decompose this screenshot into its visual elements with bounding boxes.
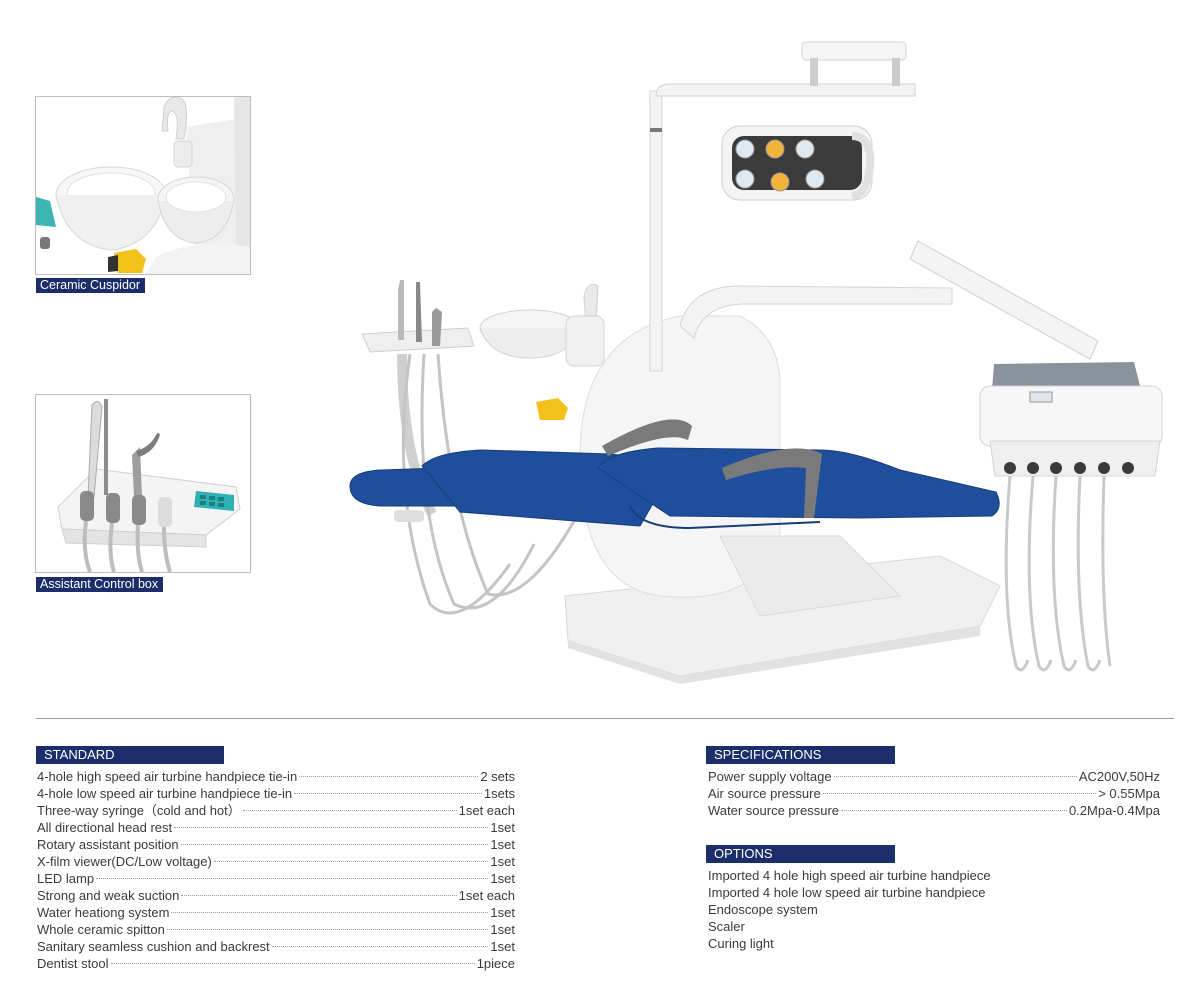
list-item: Three-way syringe（cold and hot）1set each	[37, 803, 515, 818]
list-item: Air source pressure> 0.55Mpa	[708, 786, 1160, 801]
specifications-header: SPECIFICATIONS	[706, 746, 895, 764]
list-item: Imported 4 hole high speed air turbine h…	[708, 868, 991, 883]
standard-configuration-header: STANDARD CONFIGURATION	[36, 746, 224, 780]
options-list: Imported 4 hole high speed air turbine h…	[708, 867, 991, 952]
led-lamp-head	[721, 125, 875, 201]
chair-upholstery	[349, 419, 1000, 530]
inset-ceramic-cuspidor	[35, 96, 251, 275]
dental-chair-unit-illustration	[349, 41, 1163, 684]
doctor-instrument-tray	[979, 362, 1163, 672]
standard-configuration-list: 4-hole high speed air turbine handpiece …	[37, 768, 515, 972]
list-item: X-film viewer(DC/Low voltage)1set	[37, 854, 515, 869]
list-item: 4-hole high speed air turbine handpiece …	[37, 769, 515, 784]
list-item: Imported 4 hole low speed air turbine ha…	[708, 885, 986, 900]
list-item: 4-hole low speed air turbine handpiece t…	[37, 786, 515, 801]
assistant-control-box-image	[36, 395, 250, 572]
inset-assistant-control-box	[35, 394, 251, 573]
assistant-control-box-caption: Assistant Control box	[36, 577, 164, 592]
options-header: OPTIONS	[706, 845, 895, 863]
list-item: Curing light	[708, 936, 774, 951]
ceramic-cuspidor-image	[36, 97, 250, 274]
list-item: Scaler	[708, 919, 745, 934]
ceramic-cuspidor-caption: Ceramic Cuspidor	[36, 278, 146, 293]
list-item: Endoscope system	[708, 902, 818, 917]
section-divider	[36, 718, 1174, 719]
